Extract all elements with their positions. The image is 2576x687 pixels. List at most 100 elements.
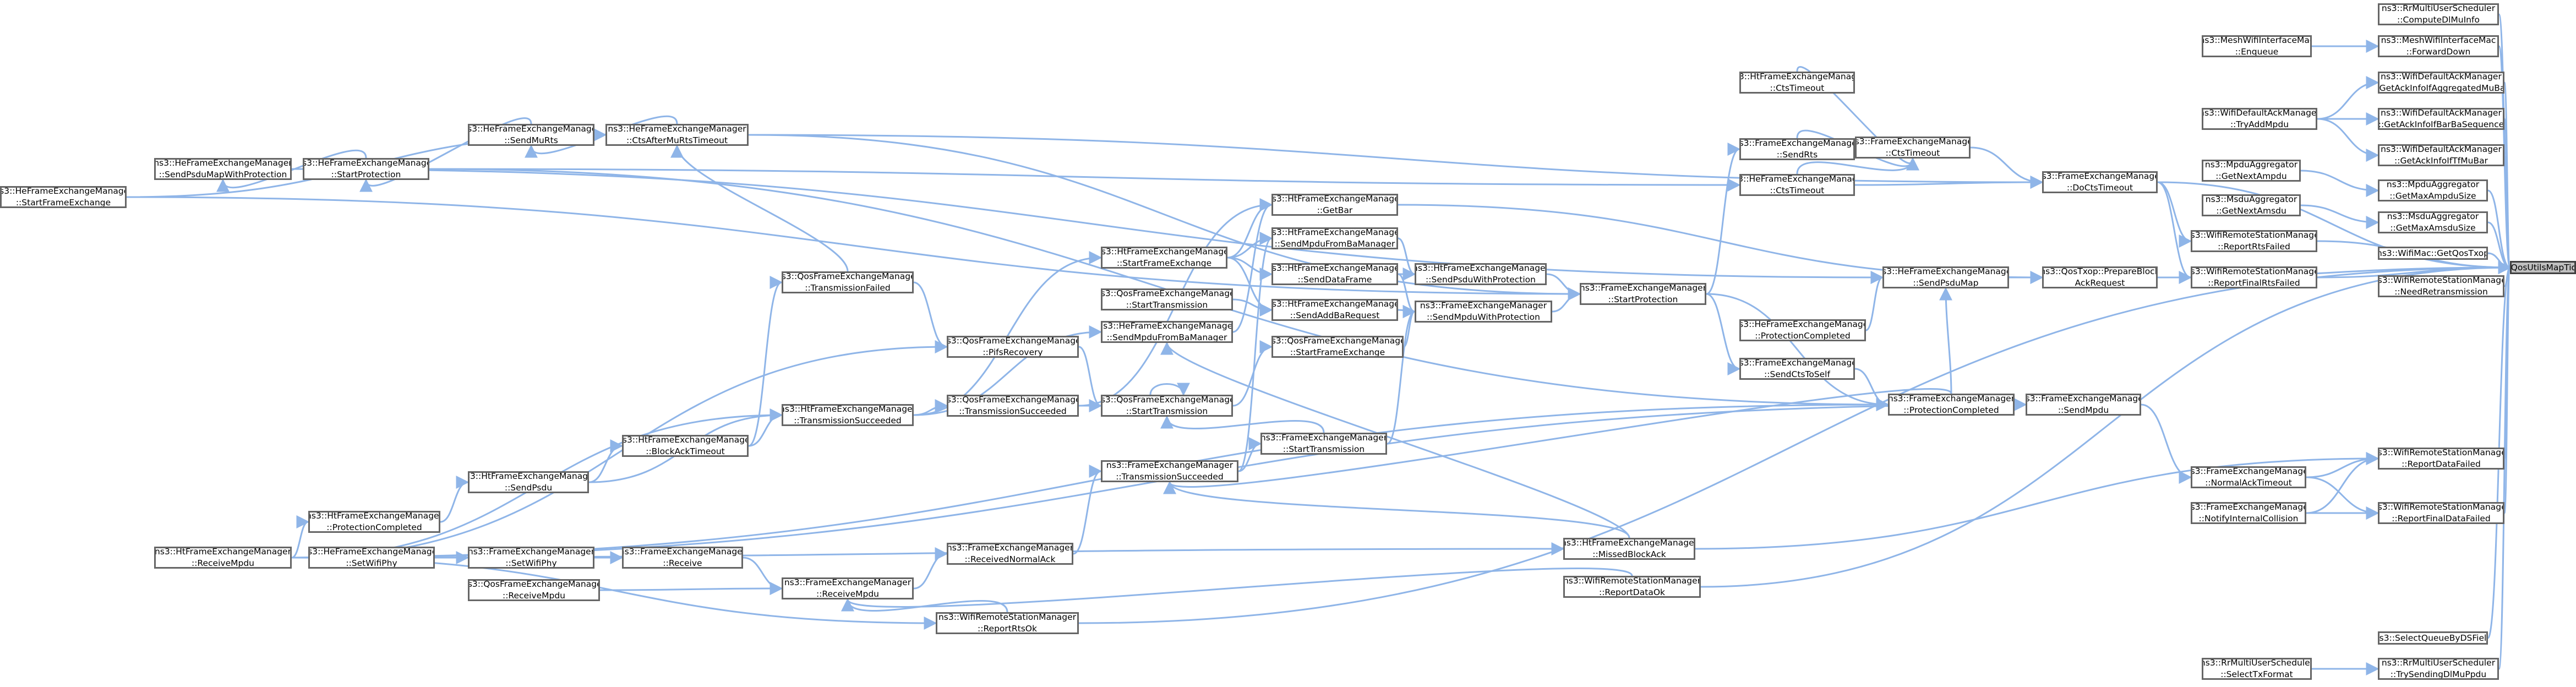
node-hpc[interactable]: ns3::HeFrameExchangeManager::ProtectionC… [1739,319,1866,341]
node-hgb[interactable]: ns3::HtFrameExchangeManager::GetBar [1271,194,1398,216]
node-label-line2: ::SendPsduMapWithProtection [159,170,287,179]
node-a10[interactable]: ns3::WifiRemoteStationManager::ReportDat… [2378,448,2504,470]
node-a6[interactable]: ns3::MpduAggregator::GetMaxAmpduSize [2378,179,2488,201]
node-label-line1: ns3::FrameExchangeManager [784,577,912,587]
node-fctsto[interactable]: ns3::FrameExchangeManager::CtsTimeout [1855,137,1971,159]
node-a13[interactable]: ns3::RrMultiUserScheduler::TrySendingDlM… [2378,658,2499,680]
node-label-line2: ::StartFrameExchange [1116,258,1212,268]
node-fsrts[interactable]: ns3::FrameExchangeManager::SendRts [1739,138,1855,160]
node-qtf[interactable]: ns3::QosFrameExchangeManager::Transmissi… [782,271,914,293]
node-hts[interactable]: ns3::HtFrameExchangeManager::Transmissio… [782,404,914,426]
node-fscts[interactable]: ns3::FrameExchangeManager::SendCtsToSelf [1739,358,1855,380]
node-label-line1: ns3::FrameExchangeManager [1739,358,1855,368]
node-hspmp[interactable]: ns3::HeFrameExchangeManager::SendPsduMap… [154,158,292,180]
node-a4[interactable]: ns3::WifiDefaultAckManager::GetAckInfoIf… [2378,108,2504,130]
edge-hectsto-to-dctsto [1854,176,2044,189]
node-label-line2: ::StartTransmission [1282,444,1365,454]
node-a3[interactable]: ns3::WifiDefaultAckManager::GetAckInfoIf… [2378,72,2504,94]
node-nifc[interactable]: ns3::FrameExchangeManager::NotifyInterna… [2191,502,2306,524]
node-hsfe2[interactable]: ns3::HeFrameExchangeManager::StartFrameE… [0,186,127,208]
node-frm[interactable]: ns3::FrameExchangeManager::ReceiveMpdu [782,577,914,599]
node-label-line2: ::CtsAfterMuRtsTimeout [626,135,728,145]
node-qsfe[interactable]: ns3::QosFrameExchangeManager::StartFrame… [1271,336,1404,358]
node-label-line2: ::StartFrameExchange [15,198,111,208]
node-hsmr[interactable]: ns3::HeFrameExchangeManager::SendMuRts [468,124,594,146]
node-label-line1: ns3::HtFrameExchangeManager [1101,247,1227,257]
node-fsmp[interactable]: ns3::FrameExchangeManager::SendMpdu [2026,394,2141,416]
node-label-line1: ns3::SelectQueueByDSField [2378,633,2488,643]
node-label-line2: ::CtsTimeout [1885,148,1940,158]
node-htctsto[interactable]: ns3::HtFrameExchangeManager::CtsTimeout [1739,72,1855,94]
node-fst[interactable]: ns3::FrameExchangeManager::StartTransmis… [1260,433,1387,455]
node-hsfe[interactable]: ns3::HtFrameExchangeManager::StartFrameE… [1101,247,1227,269]
node-hswp[interactable]: ns3::HeFrameExchangeManager::SetWifiPhy [308,547,435,569]
node-qst1[interactable]: ns3::QosFrameExchangeManager::StartTrans… [1101,288,1233,310]
node-label-line1: ns3::WifiDefaultAckManager [2202,108,2317,118]
node-hcamto[interactable]: ns3::HeFrameExchangeManager::CtsAfterMuR… [605,124,749,146]
node-fr[interactable]: ns3::FrameExchangeManager::Receive [622,547,743,569]
node-label-line2: ::GetMaxAmpduSize [2389,191,2476,201]
node-fsp[interactable]: ns3::FrameExchangeManager::StartProtecti… [1580,283,1706,305]
node-qst2[interactable]: ns3::QosFrameExchangeManager::StartTrans… [1101,395,1233,417]
node-a7[interactable]: ns3::MsduAggregator::GetMaxAmsduSize [2378,211,2488,233]
node-label-line1: ns3::HeFrameExchangeManager [303,158,429,168]
node-root[interactable]: ns3::QosUtilsMapTidToAc [2510,261,2576,274]
node-label-line2: ::ProtectionCompleted [1755,331,1851,341]
node-hspm[interactable]: ns3::HeFrameExchangeManager::SendPsduMap [1882,266,2009,288]
edge-hrm-to-fpc [291,398,1890,559]
node-a11[interactable]: ns3::WifiRemoteStationManager::ReportFin… [2378,502,2504,524]
node-rfrtsf[interactable]: ns3::WifiRemoteStationManager::ReportFin… [2191,266,2317,288]
node-wrdo[interactable]: ns3::WifiRemoteStationManager::ReportDat… [1563,576,1701,598]
node-rrtsf[interactable]: ns3::WifiRemoteStationManager::ReportRts… [2191,230,2317,252]
node-hectsto[interactable]: ns3::HeFrameExchangeManager::CtsTimeout [1739,174,1855,196]
node-label-line2: ::NotifyInternalCollision [2198,514,2299,524]
node-fts[interactable]: ns3::FrameExchangeManager::TransmissionS… [1101,460,1238,482]
node-label-line1: ns3::HeFrameExchangeManager [0,186,127,196]
node-hsabr[interactable]: ns3::HtFrameExchangeManager::SendAddBaRe… [1271,299,1398,321]
node-hstp[interactable]: ns3::HeFrameExchangeManager::StartProtec… [303,158,429,180]
node-hspwp[interactable]: ns3::HtFrameExchangeManager::SendPsduWit… [1415,263,1547,285]
node-label-line2: ::ForwardDown [2406,47,2471,57]
node-fpc[interactable]: ns3::FrameExchangeManager::ProtectionCom… [1888,394,2015,416]
node-a2[interactable]: ns3::MeshWifiInterfaceMac::ForwardDown [2378,35,2499,57]
node-hbato[interactable]: ns3::HtFrameExchangeManager::BlockAckTim… [622,435,749,457]
edge-hcamto-to-hsmr [525,115,678,158]
node-frna[interactable]: ns3::FrameExchangeManager::ReceivedNorma… [947,543,1073,565]
node-hrm[interactable]: ns3::HtFrameExchangeManager::ReceiveMpdu [154,547,292,569]
node-a7c[interactable]: ns3::MsduAggregator::GetNextAmsdu [2202,194,2301,216]
node-hsmfba2[interactable]: ns3::HeFrameExchangeManager::SendMpduFro… [1101,321,1233,343]
node-label-line2: ::TransmissionSucceeded [794,416,902,426]
node-hsmfba[interactable]: ns3::HtFrameExchangeManager::SendMpduFro… [1271,227,1398,249]
node-a12[interactable]: ns3::SelectQueueByDSField [2378,631,2488,645]
node-a3c[interactable]: ns3::WifiDefaultAckManager::TryAddMpdu [2202,108,2317,130]
node-label-line1: ns3::QosUtilsMapTidToAc [2510,262,2574,272]
node-wrro[interactable]: ns3::WifiRemoteStationManager::ReportRts… [936,612,1079,634]
node-natmo[interactable]: ns3::FrameExchangeManager::NormalAckTime… [2191,466,2306,488]
node-label-line1: ns3::MsduAggregator [2205,194,2297,204]
node-label-line1: ns3::HeFrameExchangeManager [1882,266,2009,276]
node-label-line2: ::SetWifiPhy [346,558,397,568]
node-label-line2: ::SendPsdu [504,483,553,493]
node-a9[interactable]: ns3::WifiRemoteStationManager::NeedRetra… [2378,275,2504,297]
edge-hsdf-to-fsmwp [1398,273,1416,318]
node-a13c[interactable]: ns3::RrMultiUserScheduler::SelectTxForma… [2202,658,2312,680]
node-qts[interactable]: ns3::QosFrameExchangeManager::Transmissi… [947,395,1079,417]
node-label-line2: ::ReportRtsOk [978,624,1037,634]
node-label-line1: ns3::FrameExchangeManager [1739,138,1855,148]
node-label-line2: ::Enqueue [2235,47,2279,57]
node-fsmwp[interactable]: ns3::FrameExchangeManager::SendMpduWithP… [1415,301,1552,323]
node-fswp[interactable]: ns3::FrameExchangeManager::SetWifiPhy [468,547,594,569]
node-qpr[interactable]: ns3::QosFrameExchangeManager::PifsRecove… [947,336,1079,358]
node-dctsto[interactable]: ns3::FrameExchangeManager::DoCtsTimeout [2042,171,2158,193]
node-hmba[interactable]: ns3::HtFrameExchangeManager::MissedBlock… [1563,538,1695,560]
node-htpc[interactable]: ns3::HtFrameExchangeManager::ProtectionC… [308,511,440,533]
node-qrm[interactable]: ns3::QosFrameExchangeManager::ReceiveMpd… [468,579,600,601]
node-a1[interactable]: ns3::RrMultiUserScheduler::ComputeDlMuIn… [2378,3,2499,25]
node-a5[interactable]: ns3::WifiDefaultAckManager::GetAckInfoIf… [2378,144,2504,166]
node-hsps[interactable]: ns3::HtFrameExchangeManager::SendPsdu [468,471,589,493]
node-a2c[interactable]: ns3::MeshWifiInterfaceMac::Enqueue [2202,35,2312,57]
node-hsdf[interactable]: ns3::HtFrameExchangeManager::SendDataFra… [1271,263,1398,285]
node-a6c[interactable]: ns3::MpduAggregator::GetNextAmpdu [2202,160,2301,182]
node-a8[interactable]: ns3::WifiMac::GetQosTxop [2378,247,2488,260]
